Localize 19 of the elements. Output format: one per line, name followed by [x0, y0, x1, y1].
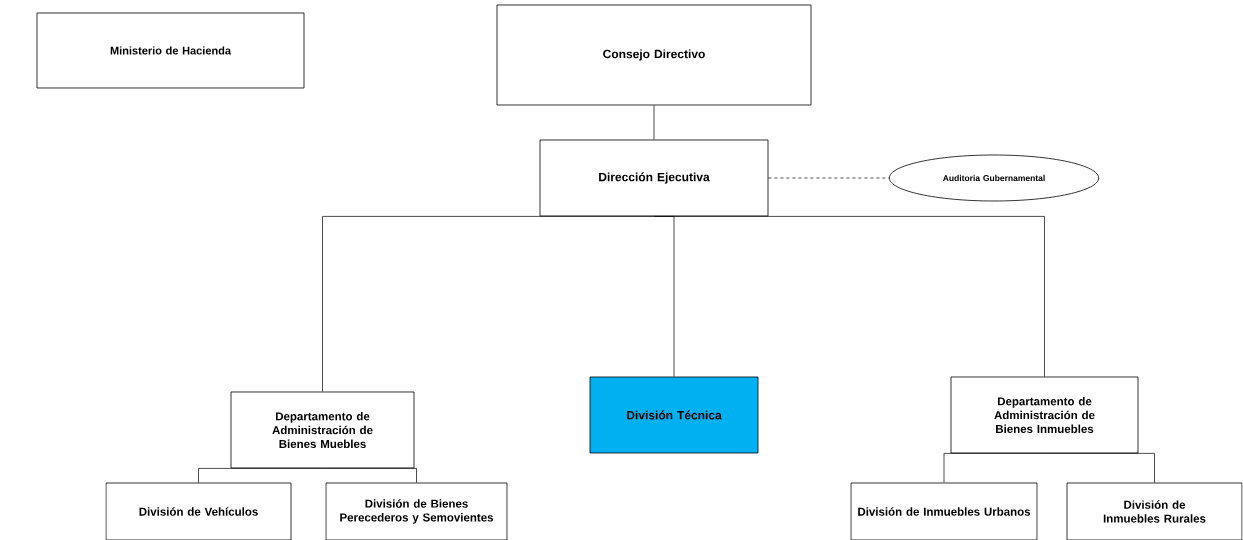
process-box: División de Inmuebles Urbanos — [850, 482, 1038, 540]
connector-line — [768, 177, 890, 179]
process-box: Dirección Ejecutiva — [539, 139, 769, 217]
process-box: División Técnica — [589, 376, 759, 454]
connector-line — [322, 216, 655, 392]
connector-line — [198, 468, 323, 483]
process-box: Consejo Directivo — [496, 4, 812, 106]
process-box: División de Inmuebles Rurales — [1066, 482, 1243, 540]
connector-line — [653, 216, 1045, 377]
connector-line — [653, 105, 655, 140]
connector-line — [1044, 453, 1155, 483]
connector-line — [322, 468, 417, 483]
process-box: Departamento de Administración de Bienes Muebles — [230, 391, 415, 469]
connector-line — [943, 453, 1045, 483]
process-box: División de Bienes Perecederos y Semovientes — [325, 482, 508, 540]
oval-box: Auditoria Gubernamental — [888, 154, 1100, 202]
process-box: División de Vehículos — [105, 482, 292, 540]
process-box: Departamento de Administración de Bienes Inmuebles — [950, 376, 1139, 454]
process-box: Ministerio de Hacienda — [36, 12, 305, 89]
